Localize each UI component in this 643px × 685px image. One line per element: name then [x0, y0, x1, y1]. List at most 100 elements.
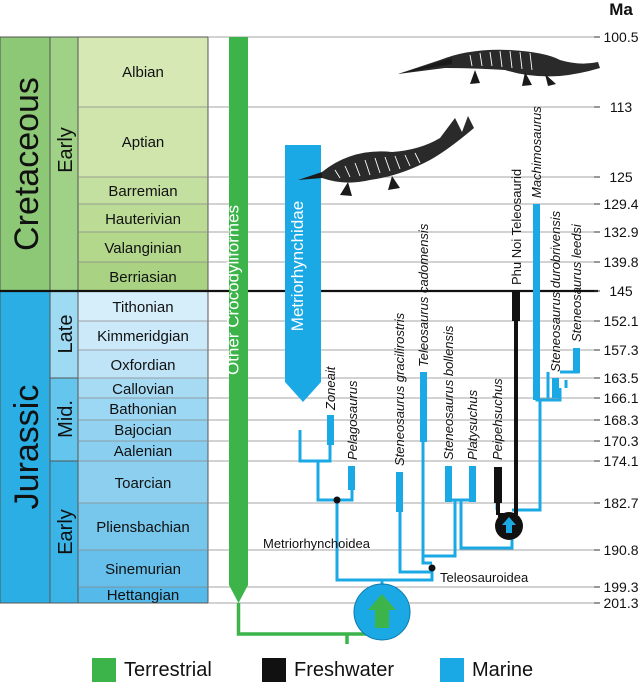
age-label: 174.1	[603, 453, 638, 469]
node-label-metriorhynchoidea: Metriorhynchoidea	[263, 536, 371, 551]
stage-box	[78, 587, 208, 603]
legend-item-terrestrial: Terrestrial	[92, 658, 212, 682]
stage-label-tithonian: Tithonian	[112, 299, 173, 316]
stage-box	[78, 37, 208, 107]
stage-label-toarcian: Toarcian	[115, 475, 172, 492]
phylogeny-diagram: Cretaceous Jurassic Early Late Mid. Earl…	[0, 0, 639, 644]
legend-item-marine: Marine	[440, 658, 533, 682]
stage-label-sinemurian: Sinemurian	[105, 561, 181, 578]
taxon-label-steneosaurus-leedsi: Steneosaurus leedsi	[569, 223, 584, 342]
stage-box	[78, 291, 208, 321]
legend-item-freshwater: Freshwater	[262, 658, 394, 682]
age-label: 190.8	[603, 542, 638, 558]
epoch-box-early-cretaceous	[50, 37, 78, 291]
taxon-label-platysuchus: Platysuchus	[465, 389, 480, 460]
epoch-box-middle-jurassic	[50, 378, 78, 461]
stage-box	[78, 461, 208, 503]
range-bar-zoneait	[327, 415, 334, 445]
taxon-label-peipehsuchus: Peipehsuchus	[490, 378, 505, 460]
stage-box	[78, 262, 208, 291]
node-dot-teleosauroidea	[428, 564, 436, 572]
range-bar-teleosaurus-cadomensis	[420, 372, 427, 442]
legend-label-terrestrial: Terrestrial	[124, 658, 212, 681]
node-dot-metriorhynchoidea	[333, 496, 341, 504]
taxon-label-steneosaurus-gracilirostris: Steneosaurus gracilirostris	[392, 312, 407, 466]
stage-box	[78, 321, 208, 350]
age-label: 201.3	[603, 595, 638, 611]
taxon-label-phu-noi-teleosaurid: Phu Noi Teleosaurid	[509, 169, 524, 285]
epoch-label-middle-jurassic: Mid.	[55, 400, 77, 438]
range-bar-steneosaurus-gracilirostris	[396, 472, 403, 512]
time-gridlines	[78, 36, 598, 604]
stage-box	[78, 177, 208, 204]
marine-transition-arrow-icon	[502, 517, 516, 533]
stage-label-pliensbachian: Pliensbachian	[96, 519, 189, 536]
age-label: 157.3	[603, 342, 638, 358]
legend-swatch-marine	[440, 658, 464, 682]
machimosaurus-skeleton-illustration	[398, 49, 600, 86]
taxon-label-steneosaurus-durobrivensis: Steneosaurus durobrivensis	[548, 210, 563, 372]
period-label-jurassic: Jurassic	[8, 385, 46, 510]
legend-label-marine: Marine	[472, 658, 534, 681]
stage-box	[78, 503, 208, 550]
stage-box	[78, 232, 208, 262]
stage-label-aptian: Aptian	[122, 134, 165, 151]
range-bar-peipehsuchus	[494, 467, 502, 503]
range-bar-pelagosaurus	[348, 466, 355, 490]
age-label: 132.9	[603, 224, 638, 240]
other-crocodyliformes-label: Other Crocodyliformes	[224, 205, 243, 375]
range-bar-phu-noi	[512, 291, 520, 321]
legend-swatch-terrestrial	[92, 658, 116, 682]
jurassic-period-box	[0, 291, 50, 603]
stage-label-bajocian: Bajocian	[114, 422, 172, 439]
node-label-teleosauroidea: Teleosauroidea	[440, 570, 529, 585]
range-bar-steneosaurus-durobrivensis	[552, 378, 559, 398]
stage-label-barremian: Barremian	[108, 183, 177, 200]
taxon-labels: Zoneait Pelagosaurus Steneosaurus gracil…	[323, 106, 584, 466]
legend-swatch-freshwater	[262, 658, 286, 682]
age-label: 182.7	[603, 495, 638, 511]
stage-box	[78, 107, 208, 177]
stage-label-callovian: Callovian	[112, 381, 174, 398]
age-label: 199.3	[603, 579, 638, 595]
legend-label-freshwater: Freshwater	[294, 658, 395, 681]
stage-box	[78, 378, 208, 398]
stage-label-aalenian: Aalenian	[114, 443, 172, 460]
age-label: 145	[609, 283, 633, 299]
age-label: 170.3	[603, 433, 638, 449]
taxon-label-zoneait: Zoneait	[323, 365, 338, 411]
stage-box	[78, 350, 208, 378]
stage-label-oxfordian: Oxfordian	[110, 357, 175, 374]
marine-range-bars	[327, 204, 580, 512]
taxon-label-machimosaurus: Machimosaurus	[529, 106, 544, 198]
stage-box	[78, 420, 208, 441]
epoch-box-late-jurassic	[50, 291, 78, 378]
stage-label-hauterivian: Hauterivian	[105, 211, 181, 228]
terrestrial-to-marine-arrow-icon	[368, 594, 396, 628]
stage-label-valanginian: Valanginian	[104, 240, 181, 257]
stage-box	[78, 441, 208, 461]
stage-label-albian: Albian	[122, 64, 164, 81]
stage-label-kimmeridgian: Kimmeridgian	[97, 328, 189, 345]
table-grid	[0, 36, 209, 604]
age-label: 125	[609, 169, 633, 185]
other-crocodyliformes-bar	[229, 37, 248, 603]
root-node	[353, 583, 411, 641]
stage-box	[78, 398, 208, 420]
range-bar-steneosaurus-leedsi	[573, 348, 580, 373]
epoch-label-early-jurassic: Early	[55, 509, 77, 555]
age-label: 113	[610, 99, 633, 115]
epoch-box-early-jurassic	[50, 461, 78, 603]
stage-label-bathonian: Bathonian	[109, 401, 177, 418]
age-label: 139.8	[603, 254, 638, 270]
range-bar-platysuchus	[469, 466, 476, 502]
taxon-label-pelagosaurus: Pelagosaurus	[345, 380, 360, 460]
period-label-cretaceous: Cretaceous	[8, 77, 46, 251]
cretaceous-period-box	[0, 37, 50, 291]
age-label: 168.3	[603, 412, 638, 428]
age-labels: 100.5 113 125 129.4 132.9 139.8 145 152.…	[603, 29, 638, 611]
range-bar-steneosaurus-bollensis	[445, 466, 452, 502]
stage-column	[78, 37, 208, 603]
age-label: 166.1	[603, 390, 638, 406]
